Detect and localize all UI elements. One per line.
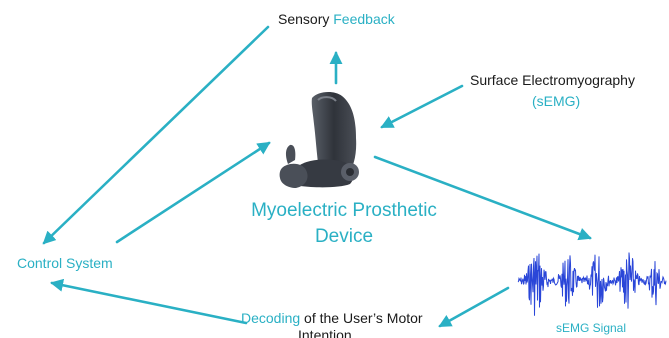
arrow-semg-to-device	[380, 84, 464, 129]
device-label: Myoelectric Prosthetic Device	[251, 200, 437, 247]
prosthetic-arm-icon	[279, 92, 359, 188]
arrow-feedback-to-control	[42, 25, 270, 245]
semg-surface-label: Surface Electromyography	[470, 72, 635, 88]
sensory-feedback-label: Sensory Feedback	[278, 11, 395, 27]
arrow-decoding-to-control	[50, 278, 248, 325]
arrow-device-to-signal	[373, 155, 592, 241]
control-system-label: Control System	[17, 255, 113, 271]
semg-waveform-trace	[517, 252, 667, 316]
semg-abbrev-label: (sEMG)	[532, 93, 581, 109]
semg-signal-label: sEMG Signal	[556, 321, 627, 335]
arrow-signal-to-decoding	[438, 286, 510, 328]
decoding-label-line2: Intention	[298, 327, 352, 338]
arrow-control-to-device	[115, 141, 271, 244]
semg-waveform-icon	[517, 252, 667, 316]
decoding-label: Decoding of the User’s Motor	[241, 310, 423, 326]
